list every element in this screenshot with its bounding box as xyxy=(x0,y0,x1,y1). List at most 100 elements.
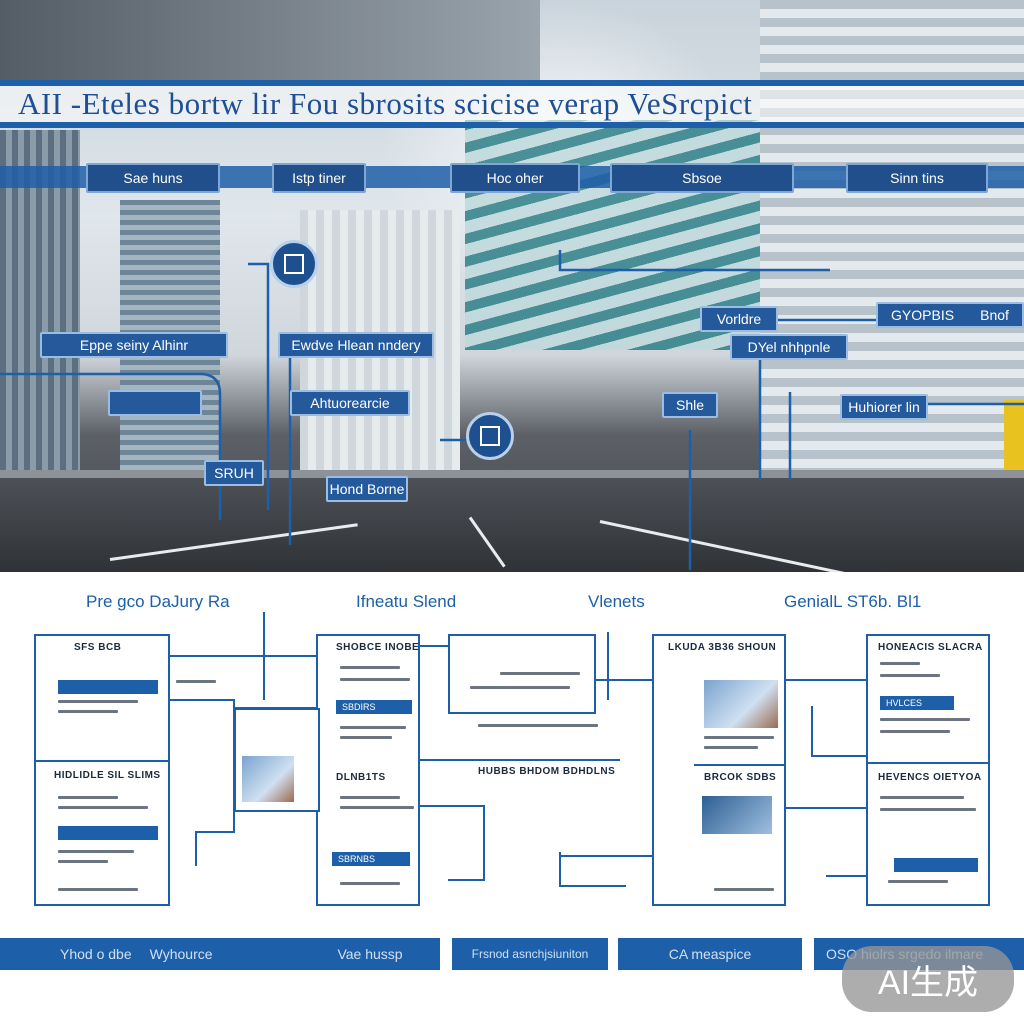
photo-label-mid-2[interactable]: Ahtuorearcie xyxy=(290,390,410,416)
text-line xyxy=(58,860,108,863)
panel-title: LKUDA 3B36 SHOUN xyxy=(668,642,777,653)
panel-chip xyxy=(894,858,978,872)
footer-item-label: Yhod o dbe xyxy=(60,946,132,962)
photo-label-suffix: Bnof xyxy=(980,307,1009,323)
photo-label-text: Ahtuorearcie xyxy=(310,395,390,411)
diagram-panel-5[interactable]: HONEACIS SLACRA HVLCES HEVENCS OIETYOA xyxy=(866,634,990,906)
text-line xyxy=(880,674,940,677)
photo-label-right-2[interactable]: DYel nhhpnle xyxy=(730,334,848,360)
photo-label-right-3[interactable]: GYOPBIS Bnof xyxy=(876,302,1024,328)
panel-title: HIDLIDLE SIL SLIMS xyxy=(54,770,161,781)
footer-item-4[interactable]: CA measpice xyxy=(618,938,802,970)
photo-label-text: Huhiorer lin xyxy=(848,399,920,415)
section-title-1: Pre gco DaJury Ra xyxy=(86,592,230,611)
nav-tab-4[interactable]: Sbsoe xyxy=(610,163,794,193)
photo-label-left-3[interactable]: SRUH xyxy=(204,460,264,486)
nav-tab-3[interactable]: Hoc oher xyxy=(450,163,580,193)
text-line xyxy=(880,796,964,799)
text-line xyxy=(58,850,134,853)
photo-label-text: Eppe seiny Alhinr xyxy=(79,337,189,353)
footer-item-2[interactable]: Vae hussp xyxy=(300,938,440,970)
text-line xyxy=(176,680,216,683)
panel-chip-label: HVLCES xyxy=(886,698,923,708)
text-line xyxy=(340,666,400,669)
panel-title: SHOBCE INOBE xyxy=(336,642,420,653)
panel-chip: SBDIRS xyxy=(336,700,412,714)
photo-label-mid-3[interactable]: Hond Borne xyxy=(326,476,408,502)
nav-tab-5[interactable]: Sinn tins xyxy=(846,163,988,193)
diagram-panel-small[interactable] xyxy=(234,708,320,812)
photo-label-left-1[interactable]: Eppe seiny Alhinr xyxy=(40,332,228,358)
photo-label-text: GYOPBIS xyxy=(891,307,955,323)
title-bar: AII -Eteles bortw lir Fou sbrosits scici… xyxy=(0,80,1024,128)
badge-text: AI生成 xyxy=(877,963,979,1002)
photo-label-mid-1[interactable]: Ewdve Hlean nndery xyxy=(278,332,434,358)
photo-label-left-2[interactable] xyxy=(108,390,202,416)
photo-label-text: SRUH xyxy=(214,465,254,481)
mid-caption: HUBBS BHDOM BDHDLNS xyxy=(478,766,616,777)
diagram-panel-2[interactable]: SHOBCE INOBE SBDIRS DLNB1TS SBRNBS xyxy=(316,634,420,906)
building-left xyxy=(0,130,80,480)
text-line xyxy=(340,726,406,729)
nav-tab-1[interactable]: Sae huns xyxy=(86,163,220,193)
panel-divider xyxy=(868,762,988,764)
footer-item-1[interactable]: Yhod o dbe Wyhource xyxy=(0,938,300,970)
text-line xyxy=(58,700,138,703)
photo-label-right-5[interactable]: Huhiorer lin xyxy=(840,394,928,420)
text-line xyxy=(888,880,948,883)
photo-label-right-1[interactable]: Vorldre xyxy=(700,306,778,332)
section-title-3: Vlenets xyxy=(588,592,645,611)
text-line xyxy=(714,888,774,891)
photo-label-text: Shle xyxy=(675,397,705,413)
panel-title: SFS BCB xyxy=(74,642,122,653)
diagram-panel-caption[interactable] xyxy=(448,634,596,714)
panel-thumbnail xyxy=(702,796,772,834)
text-line xyxy=(500,672,580,675)
nav-tab-label: Sbsoe xyxy=(682,170,722,186)
text-line xyxy=(340,882,400,885)
photo-label-text: Hond Borne xyxy=(329,481,405,497)
square-node-icon[interactable] xyxy=(466,412,514,460)
square-glyph xyxy=(480,426,500,446)
building-yellow-panel xyxy=(1004,400,1024,480)
building-right-2 xyxy=(760,0,1024,470)
footer-item-3[interactable]: Frsnod asnchjsiuniton xyxy=(452,938,608,970)
panel-chip-label: SBRNBS xyxy=(338,854,376,864)
panel-chip-label: SBDIRS xyxy=(342,702,376,712)
photo-connector-lines xyxy=(0,250,1024,570)
diagram-panel-4[interactable]: LKUDA 3B36 SHOUN BRCOK SDBS xyxy=(652,634,786,906)
text-line xyxy=(340,678,410,681)
nav-tab-label: Hoc oher xyxy=(486,170,544,186)
text-line xyxy=(478,724,598,727)
nav-tab-2[interactable]: Istp tiner xyxy=(272,163,366,193)
text-line xyxy=(880,730,950,733)
square-node-icon[interactable] xyxy=(270,240,318,288)
panel-title: DLNB1TS xyxy=(336,772,386,783)
diagram-panel-1[interactable]: SFS BCB HIDLIDLE SIL SLIMS xyxy=(34,634,216,906)
photo-label-text: Ewdve Hlean nndery xyxy=(291,337,421,353)
footer-item-label: CA measpice xyxy=(668,946,752,962)
footer-item-label: Frsnod asnchjsiuniton xyxy=(471,947,589,961)
panel-chip xyxy=(58,680,158,694)
panel-title: BRCOK SDBS xyxy=(704,772,777,783)
nav-tab-label: Sinn tins xyxy=(890,170,944,186)
panel-thumbnail xyxy=(704,680,778,728)
text-line xyxy=(58,806,148,809)
text-line xyxy=(880,718,970,721)
nav-tab-label: Istp tiner xyxy=(292,170,346,186)
text-line xyxy=(340,736,392,739)
road xyxy=(0,478,1024,572)
panel-chip: HVLCES xyxy=(880,696,954,710)
footer-item-label: Vae hussp xyxy=(337,946,403,962)
text-line xyxy=(58,888,138,891)
ai-generated-badge: AI生成 xyxy=(842,946,1014,1012)
photo-label-right-4[interactable]: Shle xyxy=(662,392,718,418)
photo-label-text: DYel nhhpnle xyxy=(747,339,831,355)
page-title: AII -Eteles bortw lir Fou sbrosits scici… xyxy=(18,86,753,121)
square-glyph xyxy=(284,254,304,274)
panel-divider xyxy=(36,760,168,762)
panel-chip xyxy=(58,826,158,840)
text-line xyxy=(880,662,920,665)
section-title-2: Ifneatu Slend xyxy=(356,592,457,611)
text-line xyxy=(704,736,774,739)
